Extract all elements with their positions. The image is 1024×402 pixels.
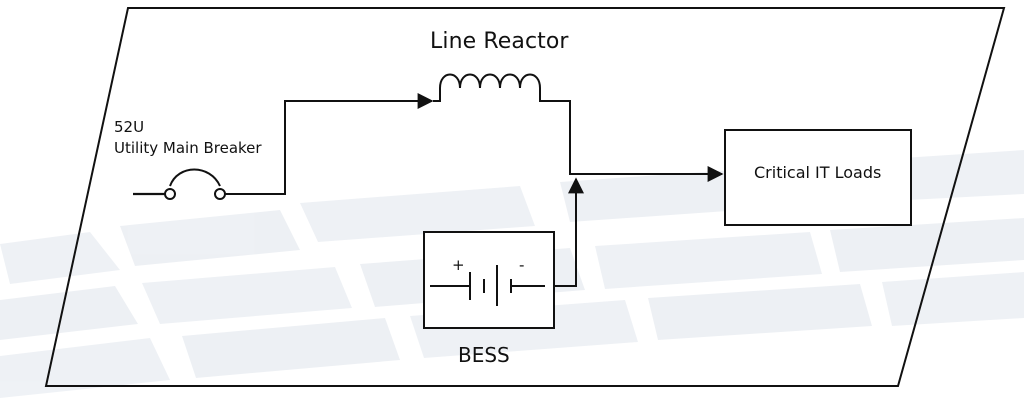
breaker-switch-arc <box>169 168 221 187</box>
line-reactor-label: Line Reactor <box>430 29 569 54</box>
critical-it-loads-label: Critical IT Loads <box>754 163 882 182</box>
breaker-right-terminal <box>214 188 226 200</box>
breaker-id-label: 52U <box>114 118 145 136</box>
utility-main-breaker <box>133 93 434 200</box>
diagram-frame <box>44 7 1006 387</box>
line-reactor <box>433 73 724 182</box>
bess-label: BESS <box>458 343 510 367</box>
breaker-name-label: Utility Main Breaker <box>114 139 262 157</box>
breaker-left-terminal <box>164 188 176 200</box>
battery-minus-label: - <box>519 256 525 274</box>
battery-plus-label: + <box>452 256 465 274</box>
bess-box <box>423 177 584 329</box>
critical-it-loads-box <box>724 129 912 226</box>
